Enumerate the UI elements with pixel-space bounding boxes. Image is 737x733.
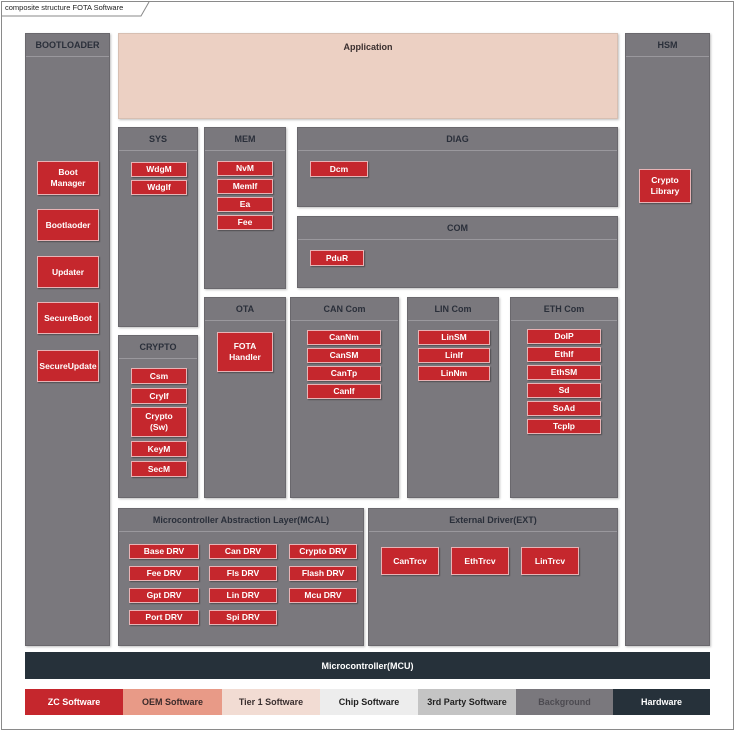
crypto-drv-module[interactable]: Crypto DRV	[289, 544, 357, 559]
bootloader-module[interactable]: Bootlaoder	[37, 209, 99, 241]
ota-block: OTA FOTA Handler	[204, 297, 286, 498]
cantrcv-module[interactable]: CanTrcv	[381, 547, 439, 575]
diag-block: DIAG Dcm	[297, 127, 618, 207]
tcpip-module[interactable]: TcpIp	[527, 419, 601, 434]
legend-tier1-software: Tier 1 Software	[222, 689, 320, 715]
diag-title: DIAG	[298, 128, 617, 151]
mem-block: MEM NvM MemIf Ea Fee	[204, 127, 286, 289]
ea-module[interactable]: Ea	[217, 197, 273, 212]
eth-com-block: ETH Com DoIP EthIf EthSM Sd SoAd TcpIp	[510, 297, 618, 498]
keym-module[interactable]: KeyM	[131, 441, 187, 457]
external-driver-block: External Driver(EXT) CanTrcv EthTrcv Lin…	[368, 508, 618, 646]
wdgif-module[interactable]: WdgIf	[131, 180, 187, 195]
cantp-module[interactable]: CanTp	[307, 366, 381, 381]
canif-module[interactable]: CanIf	[307, 384, 381, 399]
can-com-title: CAN Com	[291, 298, 398, 321]
legend-hardware: Hardware	[613, 689, 710, 715]
frame-title: composite structure FOTA Software	[5, 3, 124, 12]
com-title: COM	[298, 217, 617, 240]
legend-chip-software: Chip Software	[320, 689, 418, 715]
soad-module[interactable]: SoAd	[527, 401, 601, 416]
wdgm-module[interactable]: WdgM	[131, 162, 187, 177]
mcal-block: Microcontroller Abstraction Layer(MCAL) …	[118, 508, 364, 646]
legend-oem-software: OEM Software	[123, 689, 222, 715]
com-block: COM PduR	[297, 216, 618, 288]
frame-tab-outline	[1, 1, 150, 17]
fota-handler-module[interactable]: FOTA Handler	[217, 332, 273, 372]
legend-3rd-party-software: 3rd Party Software	[418, 689, 516, 715]
crypto-sw-module[interactable]: Crypto (Sw)	[131, 407, 187, 437]
secm-module[interactable]: SecM	[131, 461, 187, 477]
linif-module[interactable]: LinIf	[418, 348, 490, 363]
bootloader-block: BOOTLOADER Boot Manager Bootlaoder Updat…	[25, 33, 110, 646]
hsm-block: HSM Crypto Library	[625, 33, 710, 646]
application-title: Application	[343, 42, 393, 52]
cansm-module[interactable]: CanSM	[307, 348, 381, 363]
bootloader-title: BOOTLOADER	[26, 34, 109, 57]
fee-module[interactable]: Fee	[217, 215, 273, 230]
crypto-block: CRYPTO Csm CryIf Crypto (Sw) KeyM SecM	[118, 335, 198, 498]
cannm-module[interactable]: CanNm	[307, 330, 381, 345]
base-drv-module[interactable]: Base DRV	[129, 544, 199, 559]
ethtrcv-module[interactable]: EthTrcv	[451, 547, 509, 575]
nvm-module[interactable]: NvM	[217, 161, 273, 176]
linnm-module[interactable]: LinNm	[418, 366, 490, 381]
lin-com-title: LIN Com	[408, 298, 498, 321]
microcontroller-bar: Microcontroller(MCU)	[25, 652, 710, 679]
cryif-module[interactable]: CryIf	[131, 388, 187, 404]
can-com-block: CAN Com CanNm CanSM CanTp CanIf	[290, 297, 399, 498]
mem-title: MEM	[205, 128, 285, 151]
sd-module[interactable]: Sd	[527, 383, 601, 398]
doip-module[interactable]: DoIP	[527, 329, 601, 344]
application-block: Application	[118, 33, 618, 119]
crypto-library-module[interactable]: Crypto Library	[639, 169, 691, 203]
csm-module[interactable]: Csm	[131, 368, 187, 384]
memif-module[interactable]: MemIf	[217, 179, 273, 194]
lintrcv-module[interactable]: LinTrcv	[521, 547, 579, 575]
sys-title: SYS	[119, 128, 197, 151]
secure-update-module[interactable]: SecureUpdate	[37, 350, 99, 382]
sys-block: SYS WdgM WdgIf	[118, 127, 198, 327]
hsm-title: HSM	[626, 34, 709, 57]
ethif-module[interactable]: EthIf	[527, 347, 601, 362]
crypto-title: CRYPTO	[119, 336, 197, 359]
dcm-module[interactable]: Dcm	[310, 161, 368, 177]
port-drv-module[interactable]: Port DRV	[129, 610, 199, 625]
ota-title: OTA	[205, 298, 285, 321]
legend-background: Background	[516, 689, 613, 715]
external-driver-title: External Driver(EXT)	[369, 509, 617, 532]
lin-com-block: LIN Com LinSM LinIf LinNm	[407, 297, 499, 498]
linsm-module[interactable]: LinSM	[418, 330, 490, 345]
pdur-module[interactable]: PduR	[310, 250, 364, 266]
eth-com-title: ETH Com	[511, 298, 617, 321]
flash-drv-module[interactable]: Flash DRV	[289, 566, 357, 581]
can-drv-module[interactable]: Can DRV	[209, 544, 277, 559]
updater-module[interactable]: Updater	[37, 256, 99, 288]
lin-drv-module[interactable]: Lin DRV	[209, 588, 277, 603]
secure-boot-module[interactable]: SecureBoot	[37, 302, 99, 334]
boot-manager-module[interactable]: Boot Manager	[37, 161, 99, 195]
fls-drv-module[interactable]: Fls DRV	[209, 566, 277, 581]
mcal-title: Microcontroller Abstraction Layer(MCAL)	[119, 509, 363, 532]
fee-drv-module[interactable]: Fee DRV	[129, 566, 199, 581]
legend-zc-software: ZC Software	[25, 689, 123, 715]
spi-drv-module[interactable]: Spi DRV	[209, 610, 277, 625]
gpt-drv-module[interactable]: Gpt DRV	[129, 588, 199, 603]
mcu-drv-module[interactable]: Mcu DRV	[289, 588, 357, 603]
ethsm-module[interactable]: EthSM	[527, 365, 601, 380]
